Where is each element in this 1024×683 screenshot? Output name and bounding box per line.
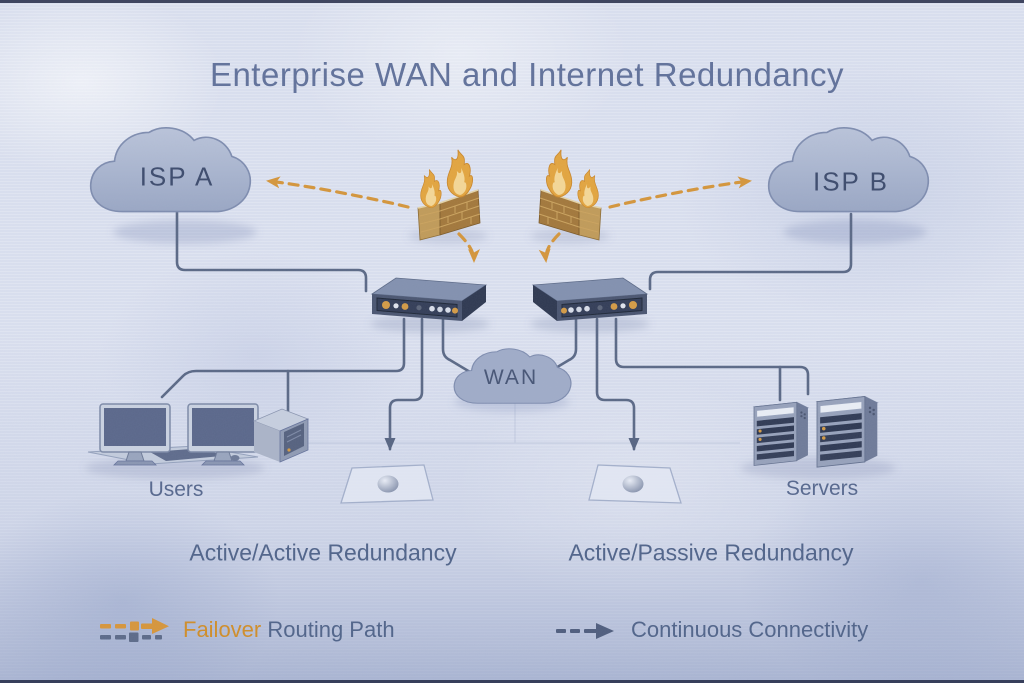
routing-path-words: Routing Path	[261, 617, 395, 642]
diagram-title: Enterprise WAN and Internet Redundancy	[209, 56, 845, 93]
failover-legend-label: Failover Routing Path	[183, 617, 395, 643]
bottom-border	[0, 680, 1024, 683]
active-active-caption: Active/Active Redundancy	[189, 539, 457, 566]
active-passive-caption: Active/Passive Redundancy	[568, 539, 854, 566]
servers-label: Servers	[785, 477, 859, 500]
continuous-legend-label: Continuous Connectivity	[631, 617, 869, 642]
isp-b-label: ISP B	[812, 166, 890, 197]
failover-word: Failover	[183, 617, 262, 642]
users-label: Users	[148, 478, 204, 501]
top-border	[0, 0, 1024, 3]
isp-a-label: ISP A	[139, 161, 215, 192]
wan-label: WAN	[483, 366, 539, 389]
